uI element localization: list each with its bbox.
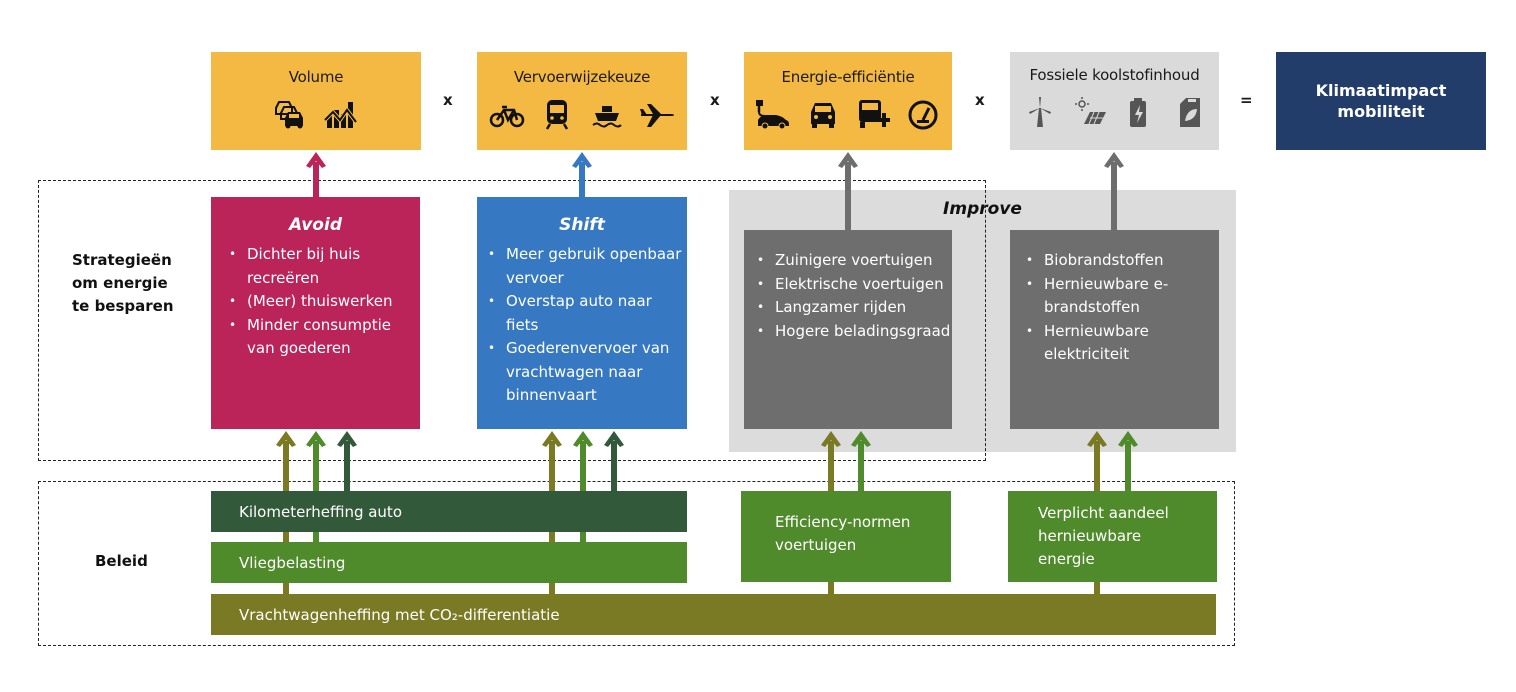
electric-car-plug-icon xyxy=(756,100,789,130)
policy-frame xyxy=(38,481,1235,646)
shift-list: Meer gebruik openbaar vervoer Overstap a… xyxy=(477,243,687,408)
strategy-shift: Shift Meer gebruik openbaar vervoer Over… xyxy=(477,197,687,429)
strategies-label: Strategieën om energie te besparen xyxy=(72,249,174,318)
result-line2: mobiliteit xyxy=(1337,102,1425,121)
car-front-icon xyxy=(811,103,835,128)
solar-panel-icon xyxy=(1074,97,1106,125)
avoid-item: (Meer) thuiswerken xyxy=(229,290,420,314)
factor-energy-efficiency: Energie-efficiëntie xyxy=(744,52,952,150)
policy-line: voertuigen xyxy=(775,536,857,554)
operator-multiply: x xyxy=(710,91,720,109)
policy-km-charge: Kilometerheffing auto xyxy=(211,491,687,532)
operator-multiply: x xyxy=(443,91,453,109)
avoid-item: Minder consumptie van goederen xyxy=(229,314,420,361)
policy-line: Verplicht aandeel xyxy=(1038,504,1169,522)
shift-title: Shift xyxy=(559,215,605,235)
result-climate-impact: Klimaatimpact mobiliteit xyxy=(1276,52,1486,150)
policy-truck-charge: Vrachtwagenheffing met CO₂-differentiati… xyxy=(211,594,1216,635)
strategies-label-line: om energie xyxy=(72,274,168,292)
factor-title: Energie-efficiëntie xyxy=(781,68,915,86)
factor-volume: Volume xyxy=(211,52,421,150)
shift-item: Meer gebruik openbaar vervoer xyxy=(488,243,687,290)
strategies-label-line: te besparen xyxy=(72,297,174,315)
operator-multiply: x xyxy=(975,91,985,109)
wind-turbine-icon xyxy=(1028,97,1051,127)
strategies-label-line: Strategieën xyxy=(72,251,172,269)
factor-title: Vervoerwijzekeuze xyxy=(513,68,651,86)
improve-item: Biobrandstoffen xyxy=(1026,249,1219,273)
airplane-icon xyxy=(640,104,674,127)
factor-title: Fossiele koolstofinhoud xyxy=(1029,66,1200,84)
traffic-jam-cars-icon xyxy=(275,101,303,129)
factor-mode-choice: Vervoerwijzekeuze xyxy=(477,52,687,150)
speedometer-icon xyxy=(908,100,938,130)
strategy-improve-efficiency: Zuinigere voertuigen Elektrische voertui… xyxy=(744,230,952,429)
strategies-frame xyxy=(38,180,986,461)
improve-item: Hernieuwbare e-brandstoffen xyxy=(1026,273,1219,320)
policy-renewable-share: Verplicht aandeel hernieuwbare energie xyxy=(1008,491,1217,582)
bicycle-icon xyxy=(489,105,525,128)
truck-plus-icon xyxy=(859,100,890,128)
policy-flight-tax: Vliegbelasting xyxy=(211,542,687,583)
result-line1: Klimaatimpact xyxy=(1315,81,1447,100)
avoid-list: Dichter bij huis recreëren (Meer) thuisw… xyxy=(211,243,420,361)
growth-chart-icon xyxy=(323,102,358,128)
shift-item: Overstap auto naar fiets xyxy=(488,290,687,337)
policy-line: hernieuwbare xyxy=(1038,527,1142,545)
strategy-improve-fuels: Biobrandstoffen Hernieuwbare e-brandstof… xyxy=(1010,230,1219,429)
factor-title: Volume xyxy=(288,68,344,86)
strategy-avoid: Avoid Dichter bij huis recreëren (Meer) … xyxy=(211,197,420,429)
improve-fuels-list: Biobrandstoffen Hernieuwbare e-brandstof… xyxy=(1010,249,1219,367)
improve-item: Zuinigere voertuigen xyxy=(757,249,952,273)
improve-title: Improve xyxy=(943,199,1022,219)
policy-label: Beleid xyxy=(95,552,148,570)
policy-line: energie xyxy=(1038,550,1095,568)
jerrycan-leaf-icon xyxy=(1179,98,1200,127)
avoid-title: Avoid xyxy=(289,215,342,235)
train-icon xyxy=(545,100,569,130)
improve-item: Langzamer rijden xyxy=(757,296,952,320)
improve-item: Hernieuwbare elektriciteit xyxy=(1026,320,1219,367)
policy-efficiency-norms: Efficiency-normen voertuigen xyxy=(741,491,951,582)
battery-charge-icon xyxy=(1129,98,1146,127)
improve-efficiency-list: Zuinigere voertuigen Elektrische voertui… xyxy=(744,249,952,343)
improve-item: Elektrische voertuigen xyxy=(757,273,952,297)
operator-equals: = xyxy=(1240,91,1253,109)
improve-item: Hogere beladingsgraad xyxy=(757,320,952,344)
shift-item: Goederenvervoer van vrachtwagen naar bin… xyxy=(488,337,687,408)
factor-fossil-carbon: Fossiele koolstofinhoud xyxy=(1010,52,1219,150)
policy-line: Efficiency-normen xyxy=(775,513,911,531)
ship-icon xyxy=(592,106,622,128)
avoid-item: Dichter bij huis recreëren xyxy=(229,243,420,290)
